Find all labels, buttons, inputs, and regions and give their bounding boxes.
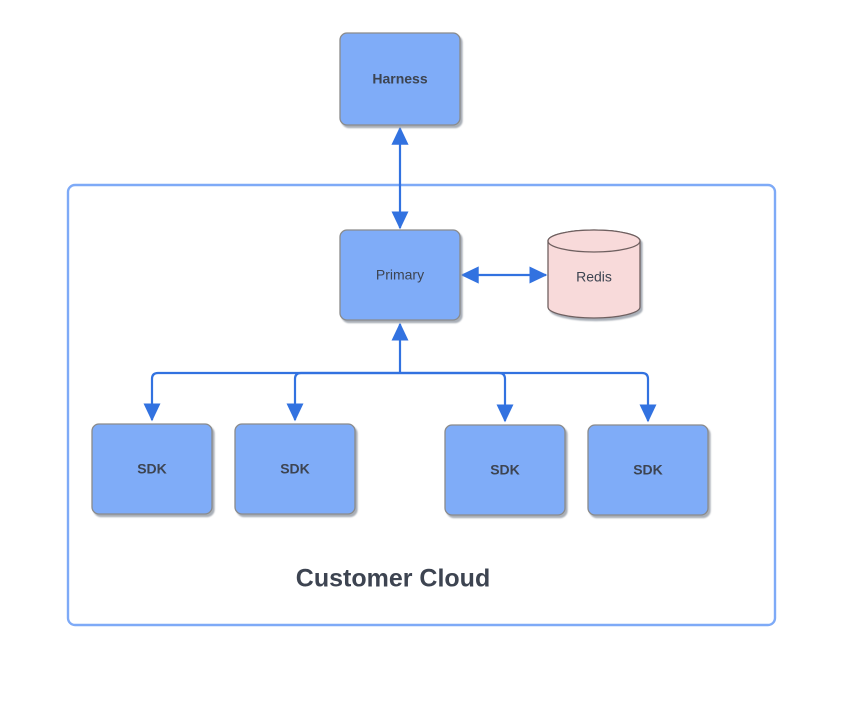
- node-label-primary: Primary: [376, 267, 424, 283]
- node-shape-rect: [444, 424, 566, 516]
- node-shape-rect: [339, 229, 461, 321]
- node-redis[interactable]: Redis: [547, 229, 641, 319]
- node-primary[interactable]: Primary: [339, 229, 461, 321]
- group-title-label: Customer Cloud: [296, 565, 490, 593]
- node-shape-rect: [339, 32, 461, 126]
- node-shape-rect: [234, 423, 356, 515]
- node-shape-cylinder-lid: [547, 229, 641, 253]
- node-label-sdk-3: SDK: [490, 462, 520, 478]
- node-label-sdk-1: SDK: [137, 461, 167, 477]
- connector-bus-to-sdk-3: [400, 371, 514, 423]
- node-sdk-1[interactable]: SDK: [91, 423, 213, 515]
- node-sdk-4[interactable]: SDK: [587, 424, 709, 516]
- node-harness[interactable]: Harness: [339, 32, 461, 126]
- connector-bus-to-sdk-4: [400, 371, 657, 423]
- node-label-redis: Redis: [576, 269, 612, 285]
- node-sdk-2[interactable]: SDK: [234, 423, 356, 515]
- node-sdk-3[interactable]: SDK: [444, 424, 566, 516]
- connector-bus-to-sdk-2: [286, 371, 400, 422]
- node-label-sdk-2: SDK: [280, 461, 310, 477]
- group-customer-cloud: Customer Cloud: [66, 183, 777, 627]
- node-shape-rect: [587, 424, 709, 516]
- node-shape-rect: [91, 423, 213, 515]
- node-label-sdk-4: SDK: [633, 462, 663, 478]
- node-label-harness: Harness: [372, 71, 427, 87]
- group-boundary-rect: [66, 183, 777, 627]
- connectors-layer: [143, 126, 657, 423]
- connector-bus-to-sdk-1: [143, 371, 400, 422]
